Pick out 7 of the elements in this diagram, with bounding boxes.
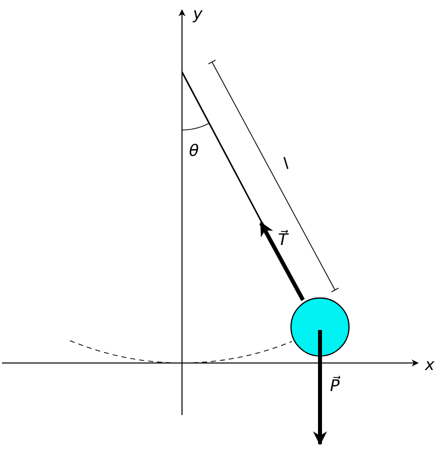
axis-label: x [425,357,434,373]
length-label: l [280,156,292,172]
pendulum-bob [290,297,350,357]
angle-label: θ [189,143,199,159]
force-label: P⃗ [330,378,340,394]
force-label: T⃗ [278,232,288,248]
axis-label: y [193,6,202,22]
